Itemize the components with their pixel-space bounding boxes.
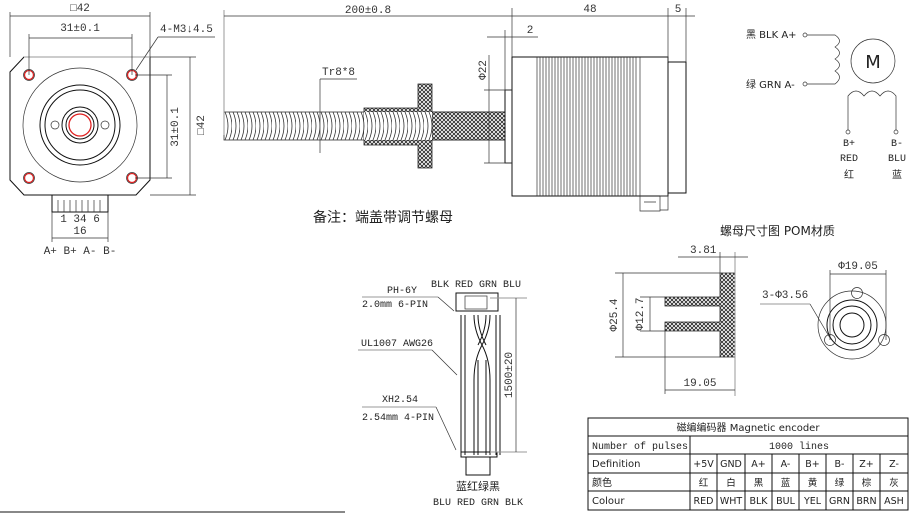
holes-dimension: 3-Φ3.56: [762, 290, 808, 302]
b-plus-color: RED: [840, 154, 858, 165]
hole-spec-label: 4-M3↓4.5: [160, 24, 213, 36]
encoder-table: 磁编编码器 Magnetic encoder Number of pulses …: [587, 417, 909, 511]
table-cell: YEL: [803, 496, 822, 507]
table-cell: B-: [835, 459, 845, 470]
table-cell: 灰: [889, 477, 899, 489]
front-view: □42 31±0.1 4-M3↓4.5 31±0.1 □42 1 34 6 16…: [9, 3, 215, 258]
table-cell: GND: [720, 459, 742, 470]
nut-title: 螺母尺寸图 POM材质: [720, 224, 835, 238]
table-cell: +5V: [693, 459, 714, 470]
wires: [460, 314, 501, 455]
table-title: 磁编编码器 Magnetic encoder: [677, 421, 821, 434]
front-boss: [504, 89, 513, 164]
boss-length-dimension: 2: [527, 25, 534, 37]
pin-labels: A+ B+ A- B-: [44, 246, 117, 258]
cable-length-dimension: 1500±20: [504, 352, 516, 398]
top-connector-spec: 2.0mm 6-PIN: [362, 300, 428, 311]
nut-drawing: 螺母尺寸图 POM材质 3.81 Φ25.4 Φ12.7 19.05 Φ19.0…: [609, 224, 890, 396]
nut-front: [817, 290, 887, 360]
row-label: Definition: [592, 459, 640, 470]
width-dimension: □42: [70, 3, 90, 15]
b-plus-cn: 红: [844, 168, 854, 181]
side-view: 200±0.8 48 5 2 Φ22 Tr8*8 备注：端盖带调节螺母: [223, 4, 695, 226]
pulses-value: 1000 lines: [769, 441, 829, 453]
table-cell: 蓝: [781, 477, 791, 489]
motor-symbol: [850, 38, 896, 84]
bottom-connector-label: XH2.54: [382, 395, 418, 406]
bottom-connector: [465, 456, 491, 476]
table-cell: B+: [805, 459, 819, 470]
top-colors: BLK RED GRN BLU: [431, 280, 521, 291]
flange-thickness-dimension: 3.81: [690, 245, 717, 257]
table-cell: 白: [726, 477, 736, 489]
table-cell: BUL: [776, 496, 795, 507]
pulses-label: Number of pulses: [592, 441, 688, 453]
table-cell: 棕: [862, 477, 872, 489]
top-connector: [455, 292, 499, 312]
table-cell: A+: [751, 459, 765, 470]
a-plus-label: 黑 BLK A+: [746, 29, 797, 41]
coil-a: [807, 34, 840, 85]
note-text: 备注：端盖带调节螺母: [313, 209, 453, 226]
nut-section: [664, 272, 736, 358]
shaft-circle: [68, 113, 92, 137]
table-cell: Z+: [859, 459, 873, 470]
pin-numbers: 1 34 6: [60, 214, 100, 226]
cable-drawing: BLK RED GRN BLU 1500±20 PH-6Y 2.0mm 6-PI…: [358, 280, 527, 509]
table-cell: A-: [781, 459, 791, 470]
wire-spec: UL1007 AWG26: [361, 339, 433, 350]
b-minus-pin: B-: [891, 139, 903, 150]
b-minus-cn: 蓝: [892, 169, 902, 181]
body-length-dimension: 48: [583, 4, 596, 16]
table-cell: RED: [694, 496, 714, 507]
table-cell: ASH: [884, 496, 904, 507]
table-cell: 绿: [835, 477, 845, 489]
table-cell: Z-: [889, 459, 899, 470]
wiring-diagram: 黑 BLK A+ 绿 GRN A- M B+ RED 红 B- BLU 蓝: [746, 29, 906, 181]
table-cell: BRN: [856, 496, 876, 507]
table-cell: 黄: [808, 477, 818, 489]
coil-b: [847, 90, 897, 130]
bolt-circle-dimension: Φ19.05: [838, 261, 878, 273]
row-label: Colour: [592, 496, 625, 507]
table-cell: WHT: [720, 496, 743, 507]
a-minus-label: 绿 GRN A-: [746, 78, 795, 91]
b-minus-color: BLU: [888, 154, 906, 165]
b-plus-pin: B+: [843, 139, 855, 150]
screw-length-dimension: 200±0.8: [345, 5, 391, 17]
motor-letter: M: [865, 52, 881, 73]
top-connector-label: PH-6Y: [387, 286, 417, 297]
row-label: 颜色: [592, 476, 612, 489]
table-cell: GRN: [829, 496, 850, 507]
encoder-cap: [667, 61, 687, 194]
bottom-colors-cn: 蓝红绿黑: [456, 479, 500, 493]
outer-diameter-dimension: Φ25.4: [609, 298, 621, 331]
table-cell: 黑: [754, 478, 764, 489]
bottom-connector-spec: 2.54mm 4-PIN: [362, 413, 434, 424]
connector: [51, 194, 109, 213]
height-dimension: □42: [196, 115, 208, 135]
hole-spacing-h-dimension: 31±0.1: [60, 23, 100, 35]
rear-length-dimension: 5: [675, 4, 682, 16]
hole-spacing-v-dimension: 31±0.1: [170, 107, 182, 147]
boss-circle: [22, 67, 138, 183]
boss-diameter-dimension: Φ22: [478, 60, 490, 80]
connector-width: 16: [73, 226, 86, 238]
thread-spec-label: Tr8*8: [322, 67, 355, 79]
nut-length-dimension: 19.05: [683, 378, 716, 390]
motor-body: [511, 56, 669, 197]
inner-diameter-dimension: Φ12.7: [635, 297, 647, 330]
table-cell: 红: [699, 477, 709, 489]
table-cell: BLK: [749, 496, 768, 507]
bottom-colors: BLU RED GRN BLK: [433, 498, 523, 509]
